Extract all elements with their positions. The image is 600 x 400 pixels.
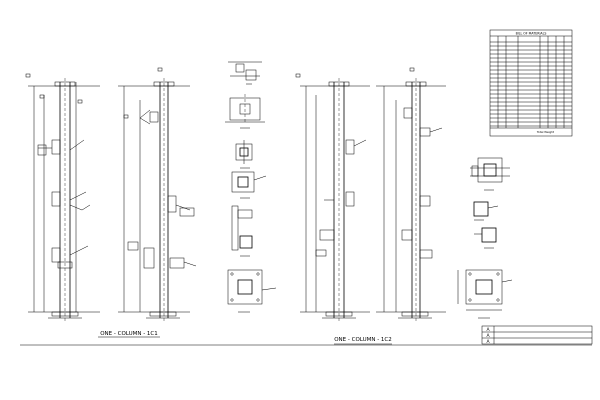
rev-label-3: A xyxy=(486,339,490,345)
column-1c1-elevation-a xyxy=(25,73,100,322)
section-detail-6-base xyxy=(227,269,277,313)
section-detail-r1 xyxy=(470,157,510,191)
bom-columns xyxy=(497,36,565,128)
section-detail-1 xyxy=(228,61,262,85)
rev-label-2: A xyxy=(486,333,490,339)
column-1c2-elevation-b xyxy=(376,67,446,322)
section-detail-5 xyxy=(231,205,253,257)
section-details-center xyxy=(225,61,277,313)
rev-label-1: A xyxy=(486,327,490,333)
column-1c1-connection-2 xyxy=(51,191,91,211)
section-detail-4 xyxy=(231,171,267,199)
bill-of-materials-table: BILL OF MATERIALS Total Weight xyxy=(489,29,573,137)
column-1c1-connection-1 xyxy=(37,139,85,156)
section-detail-3 xyxy=(235,140,253,169)
bom-rows xyxy=(490,45,572,127)
column-1c1-title: ONE - COLUMN - 1C1 xyxy=(100,331,158,337)
section-detail-r4-base xyxy=(457,269,513,319)
column-1c1-connection-3 xyxy=(51,245,89,269)
section-detail-2 xyxy=(225,94,265,129)
column-1c1-b-connection-2 xyxy=(167,195,195,217)
column-1c1-base-plate xyxy=(48,311,82,319)
column-1c1-b-connection-1 xyxy=(139,109,159,125)
section-detail-r3 xyxy=(474,227,497,249)
bom-total-label: Total Weight xyxy=(536,130,555,134)
column-1c1-group: ONE - COLUMN - 1C1 xyxy=(25,67,197,338)
column-1c2-elevation-a xyxy=(295,73,370,322)
bom-title: BILL OF MATERIALS xyxy=(516,32,547,36)
column-1c2-title: ONE - COLUMN - 1C2 xyxy=(334,337,392,343)
section-details-right xyxy=(457,157,513,319)
section-detail-r2 xyxy=(473,201,499,221)
column-1c1-b-connection-3 xyxy=(127,241,197,269)
column-1c2-group: ONE - COLUMN - 1C2 xyxy=(295,67,446,345)
title-block: A A A xyxy=(481,325,593,345)
column-1c1-elevation-b xyxy=(118,67,197,322)
